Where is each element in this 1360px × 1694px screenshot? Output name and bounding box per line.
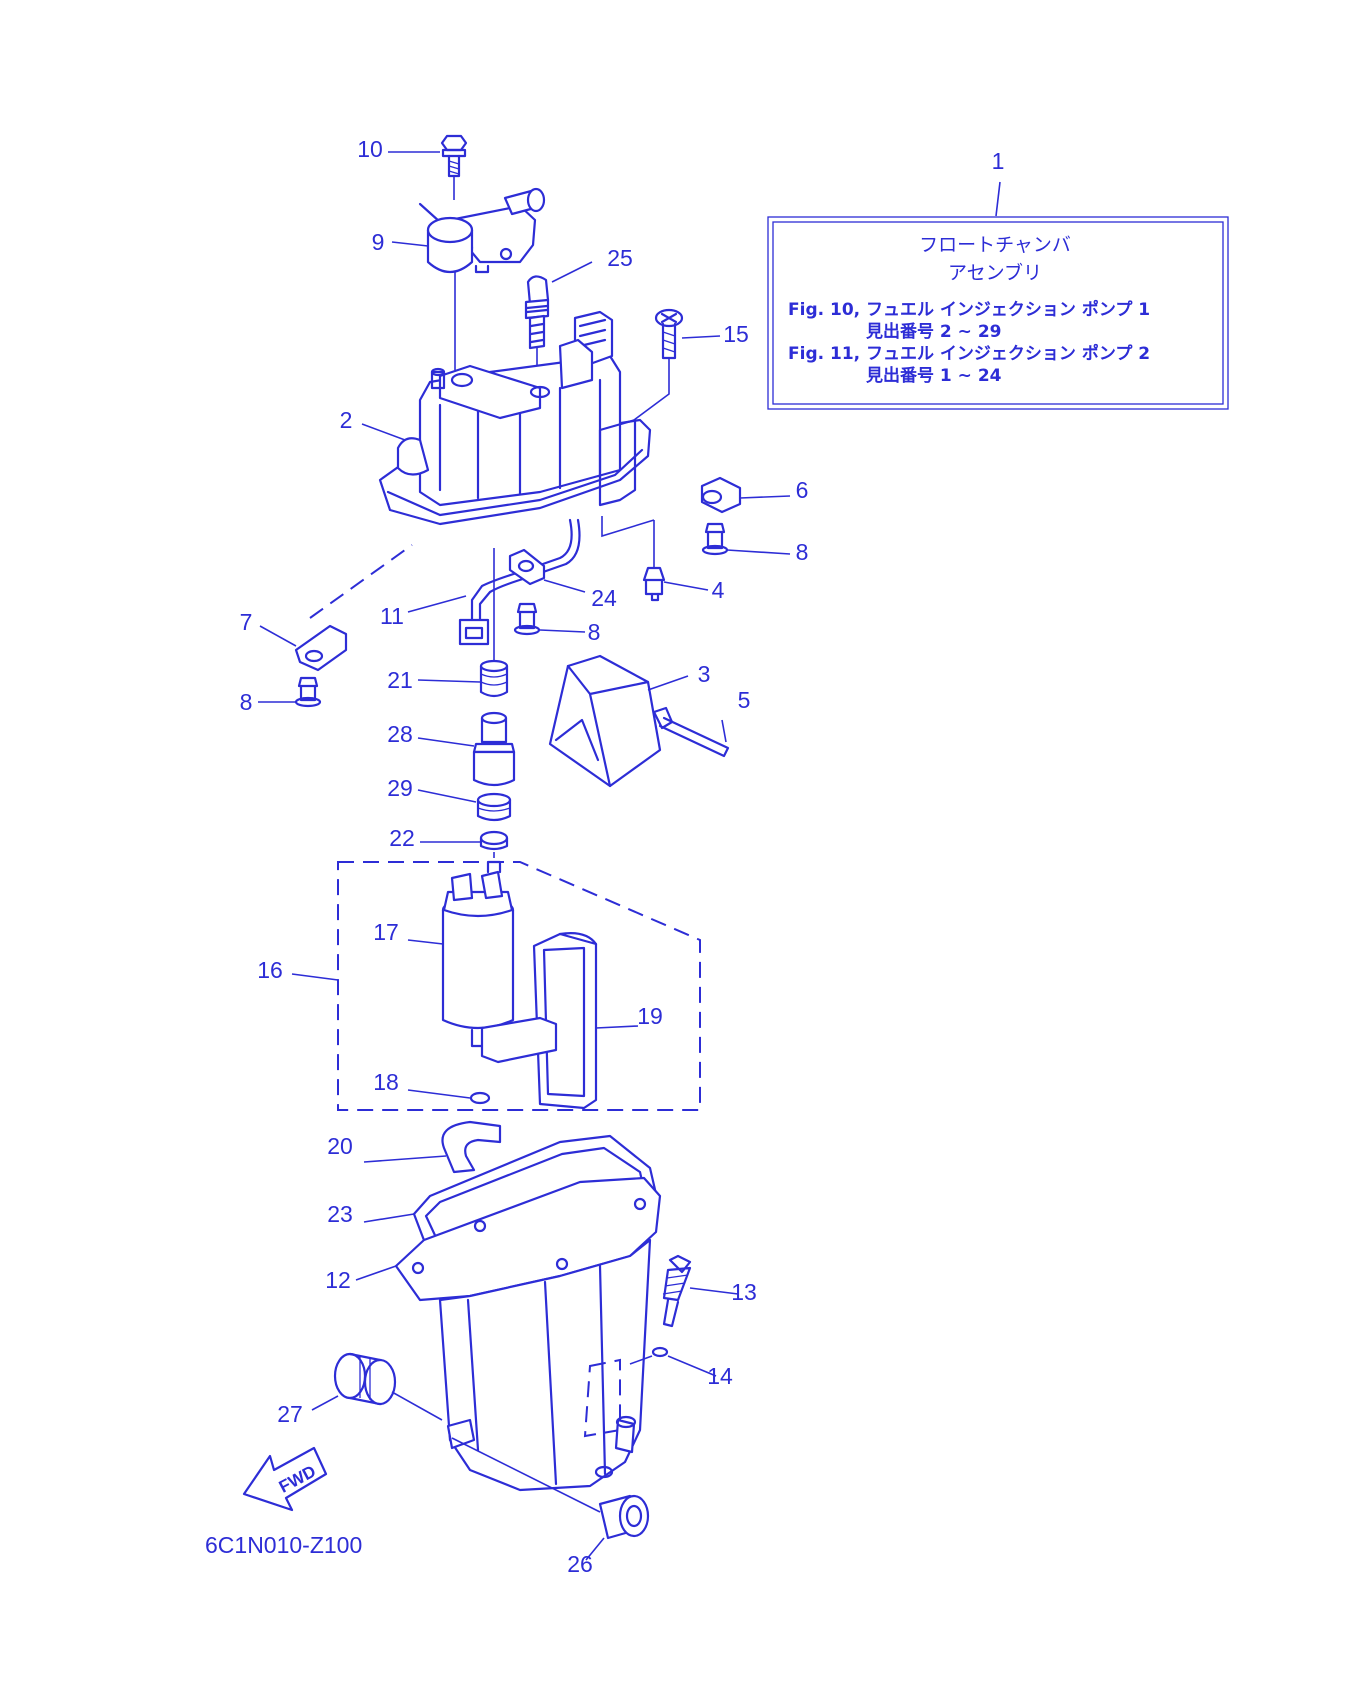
- part-21-filter: [417, 548, 509, 698]
- box-title-line2: アセンブリ: [948, 261, 1042, 284]
- callout-8-left: 8: [240, 689, 253, 715]
- part-3-cover: [548, 654, 689, 788]
- callout-14: 14: [707, 1363, 733, 1389]
- callout-9: 9: [372, 229, 385, 255]
- part-9-pressure-regulator: [418, 187, 546, 370]
- callout-18: 18: [373, 1069, 399, 1095]
- part-27-damper: [311, 1352, 443, 1421]
- callout-13: 13: [731, 1279, 757, 1305]
- callout-28: 28: [387, 721, 413, 747]
- callout-8-middle: 8: [588, 619, 601, 645]
- box-ref1-sub: 見出番号 2 ~ 29: [865, 321, 1002, 342]
- part-12-float-chamber: [355, 1176, 662, 1492]
- part-19-strainer: [480, 932, 639, 1110]
- callout-10: 10: [357, 136, 383, 162]
- part-6-clamp: [700, 476, 791, 514]
- callout-6: 6: [796, 477, 809, 503]
- box-title-line1: フロートチャンバ: [919, 234, 1071, 256]
- callout-5: 5: [738, 687, 751, 713]
- box-ref2-sub: 見出番号 1 ~ 24: [865, 365, 1002, 386]
- part-29-spring: [417, 789, 512, 822]
- part-15-screw: [633, 308, 684, 421]
- callout-3: 3: [698, 661, 711, 687]
- callout-27: 27: [277, 1401, 303, 1427]
- part-22-washer: [420, 830, 509, 851]
- callout-4: 4: [712, 577, 725, 603]
- part-5-pin: [652, 706, 730, 758]
- callout-2: 2: [340, 407, 353, 433]
- diagram-code: 6C1N010-Z100: [205, 1532, 362, 1558]
- fwd-arrow-icon: FWD: [242, 1446, 328, 1512]
- callout-29: 29: [387, 775, 413, 801]
- callout-16: 16: [257, 957, 283, 983]
- callout-1: 1: [992, 148, 1005, 174]
- part-18-clip: [407, 1089, 491, 1105]
- callout-12: 12: [325, 1267, 351, 1293]
- part-10-bolt: [440, 134, 468, 200]
- part-25-pipe-fitting: [524, 275, 550, 384]
- callout-19: 19: [637, 1003, 663, 1029]
- part-14-o-ring: [629, 1346, 717, 1377]
- part-26-collar: [451, 1437, 650, 1561]
- part-8-bolt-left: [258, 676, 322, 708]
- callout-17: 17: [373, 919, 399, 945]
- callout-11: 11: [380, 603, 404, 629]
- part-8-bolt-right: [701, 522, 791, 556]
- assembly-info-box: フロートチャンバ アセンブリ Fig. 10, フュエル インジェクション ポン…: [767, 216, 1229, 410]
- part-20-c-ring: [363, 1120, 502, 1174]
- part-8-bolt-middle: [513, 602, 586, 636]
- part-28-fitting: [417, 711, 516, 787]
- part-4-valve: [601, 516, 709, 602]
- callout-23: 23: [327, 1201, 353, 1227]
- part-2-upper-body: [378, 310, 652, 526]
- part-13-screw: [662, 1254, 739, 1328]
- callout-22: 22: [389, 825, 415, 851]
- callout-8-right: 8: [796, 539, 809, 565]
- callout-20: 20: [327, 1133, 353, 1159]
- callout-7: 7: [240, 609, 253, 635]
- part-17-fuel-pump: [407, 852, 515, 1048]
- part-7-plate: [259, 544, 413, 672]
- callout-24: 24: [591, 585, 617, 611]
- callout-15: 15: [723, 321, 749, 347]
- box-ref1: Fig. 10, フュエル インジェクション ポンプ 1: [788, 299, 1150, 320]
- callout-26: 26: [567, 1551, 593, 1577]
- callout-labels: 1 2 3 4 5 6 7 8 8 8 9 10 11 12 13 14 15 …: [240, 136, 1005, 1577]
- callout-25: 25: [607, 245, 633, 271]
- part-24-clamp: [508, 548, 586, 593]
- callout-21: 21: [387, 667, 413, 693]
- box-ref2: Fig. 11, フュエル インジェクション ポンプ 2: [788, 343, 1150, 364]
